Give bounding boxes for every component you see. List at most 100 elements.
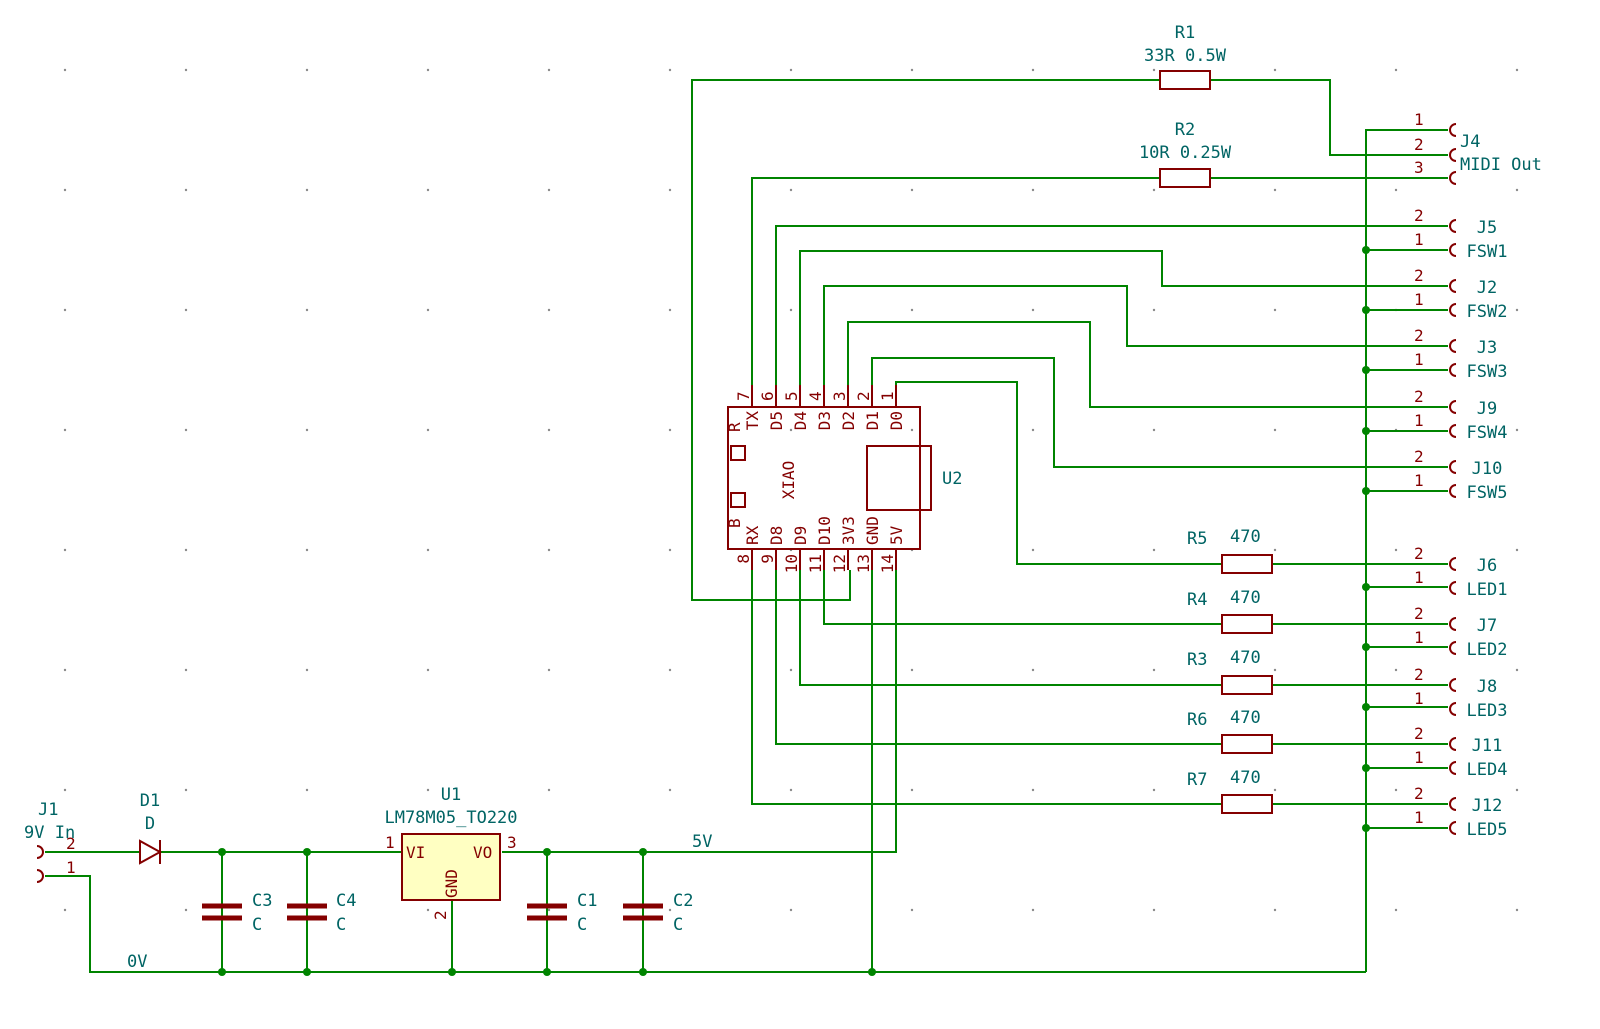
resistor-r4-value: 470 bbox=[1230, 588, 1261, 608]
grid-dot bbox=[910, 788, 914, 792]
grid-dot bbox=[668, 428, 672, 432]
grid-dot bbox=[63, 788, 67, 792]
grid-dot bbox=[1394, 668, 1398, 672]
connector-pin-socket bbox=[1449, 484, 1457, 498]
connector-pin-number: 2 bbox=[1414, 266, 1424, 285]
connector-pin-socket bbox=[1449, 737, 1457, 751]
grid-dot bbox=[668, 308, 672, 312]
grid-dot bbox=[63, 428, 67, 432]
connector-pin-socket bbox=[1449, 219, 1457, 233]
grid-dot bbox=[1152, 668, 1156, 672]
grid-dot bbox=[1273, 428, 1277, 432]
resistors: R1 33R 0.5W R2 10R 0.25W R5 470 R4 470 R… bbox=[1139, 23, 1273, 814]
wire-led3 bbox=[799, 570, 1222, 686]
wire-fsw5 bbox=[871, 357, 1448, 468]
connector-pin-socket bbox=[1449, 148, 1457, 162]
grid-dot bbox=[910, 188, 914, 192]
grid-dot bbox=[1515, 548, 1519, 552]
resistor-r7-value: 470 bbox=[1230, 768, 1261, 788]
grid-dot bbox=[63, 308, 67, 312]
connector-ref: J10 bbox=[1472, 459, 1503, 479]
junction bbox=[448, 968, 456, 976]
grid-dot bbox=[1394, 908, 1398, 912]
wire-fsw2 bbox=[799, 250, 1448, 405]
mcu-name: XIAO bbox=[779, 461, 798, 500]
grid-dot bbox=[1031, 308, 1035, 312]
grid-dot bbox=[1031, 68, 1035, 72]
connector-pin-socket bbox=[1449, 279, 1457, 293]
connector-pin-number: 1 bbox=[1414, 748, 1424, 767]
grid-dot bbox=[789, 908, 793, 912]
mcu-pin-name: RX bbox=[743, 525, 762, 545]
grid-dot bbox=[547, 788, 551, 792]
connector-ref: J11 bbox=[1472, 736, 1503, 756]
connector-pin-number: 2 bbox=[1414, 784, 1424, 803]
junction bbox=[1362, 824, 1370, 832]
connector-ref: J7 bbox=[1477, 616, 1497, 636]
wires bbox=[45, 79, 1448, 973]
grid-dot bbox=[910, 68, 914, 72]
junctions bbox=[218, 246, 1370, 976]
connector-value: FSW2 bbox=[1467, 302, 1508, 322]
wire-r2-left bbox=[751, 177, 1160, 405]
mcu-pin-name: D9 bbox=[791, 526, 810, 545]
connector-pin-number: 2 bbox=[1414, 326, 1424, 345]
connector-pin-number: 2 bbox=[1414, 206, 1424, 225]
mcu-reset-button bbox=[730, 445, 746, 461]
grid-dots bbox=[63, 68, 1519, 912]
connector-pin-number: 1 bbox=[1414, 568, 1424, 587]
wire-j1-pin1 bbox=[45, 875, 1366, 973]
wire-led2 bbox=[823, 570, 1222, 625]
mcu-pin-number: 11 bbox=[806, 554, 825, 573]
grid-dot bbox=[547, 668, 551, 672]
junction bbox=[543, 968, 551, 976]
connector-pin-socket bbox=[1449, 339, 1457, 353]
resistor-r6-ref: R6 bbox=[1187, 710, 1207, 730]
mcu-pin-number: 9 bbox=[758, 554, 777, 564]
resistor-r4 bbox=[1221, 614, 1273, 634]
grid-dot bbox=[305, 428, 309, 432]
resistor-r5-value: 470 bbox=[1230, 527, 1261, 547]
grid-dot bbox=[1515, 428, 1519, 432]
grid-dot bbox=[547, 68, 551, 72]
grid-dot bbox=[1273, 548, 1277, 552]
grid-dot bbox=[1152, 908, 1156, 912]
grid-dot bbox=[305, 68, 309, 72]
grid-dot bbox=[426, 788, 430, 792]
connector-value: FSW5 bbox=[1467, 483, 1508, 503]
grid-dot bbox=[184, 668, 188, 672]
resistor-r2-ref: R2 bbox=[1175, 120, 1195, 140]
grid-dot bbox=[1031, 548, 1035, 552]
capacitor-c1-ref: C1 bbox=[577, 891, 597, 911]
mcu-pin-number: 1 bbox=[878, 391, 897, 401]
connector-pin-socket bbox=[1449, 363, 1457, 377]
junction bbox=[868, 968, 876, 976]
connector-value: LED3 bbox=[1467, 701, 1508, 721]
resistor-r1-ref: R1 bbox=[1175, 23, 1195, 43]
grid-dot bbox=[426, 428, 430, 432]
capacitor-c4 bbox=[287, 903, 327, 921]
grid-dot bbox=[1152, 308, 1156, 312]
wire-fsw3 bbox=[823, 285, 1448, 405]
resistor-r2-value: 10R 0.25W bbox=[1139, 143, 1232, 163]
grid-dot bbox=[1515, 788, 1519, 792]
mcu-pin-number: 2 bbox=[854, 391, 873, 401]
grid-dot bbox=[305, 788, 309, 792]
grid-dot bbox=[789, 68, 793, 72]
connector-pin-number: 1 bbox=[1414, 230, 1424, 249]
grid-dot bbox=[668, 188, 672, 192]
grid-dot bbox=[426, 908, 430, 912]
connector-pin-number: 1 bbox=[1414, 628, 1424, 647]
capacitor-c2-ref: C2 bbox=[673, 891, 693, 911]
grid-dot bbox=[184, 548, 188, 552]
junction bbox=[218, 848, 226, 856]
connector-pin-socket bbox=[1449, 797, 1457, 811]
mcu-usb-port bbox=[866, 445, 932, 511]
connector-ref: J12 bbox=[1472, 796, 1503, 816]
grid-dot bbox=[1515, 908, 1519, 912]
power-jack-pin-number: 1 bbox=[66, 858, 76, 877]
capacitor-c2-value: C bbox=[673, 915, 683, 935]
resistor-r3-value: 470 bbox=[1230, 648, 1261, 668]
grid-dot bbox=[789, 788, 793, 792]
